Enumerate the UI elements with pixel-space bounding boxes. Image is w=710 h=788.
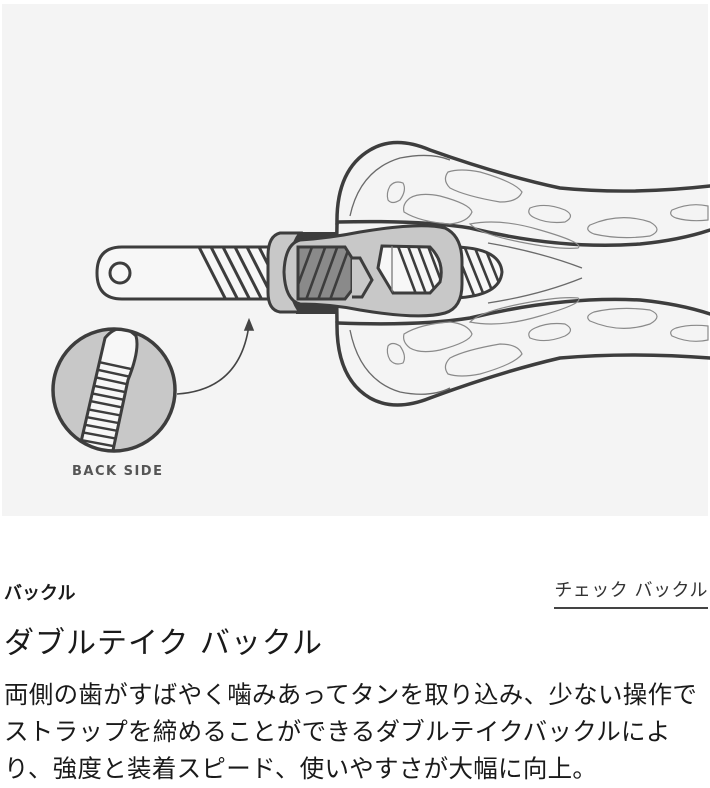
check-buckle-link[interactable]: チェック バックル: [554, 576, 708, 609]
back-side-detail: [51, 327, 177, 453]
double-take-buckle: [266, 224, 464, 318]
pointer-arrow: [176, 317, 255, 395]
ankle-strap: [95, 245, 274, 301]
binding-pads: [386, 169, 709, 377]
product-illustration: BACK SIDE: [2, 4, 710, 516]
binding-detail-lines: [349, 154, 583, 395]
category-label: バックル: [4, 583, 76, 604]
buckle-diagram: [51, 140, 710, 453]
product-title: ダブルテイク バックル: [4, 626, 324, 661]
product-description: 両側の歯がすばやく噛みあってタンを取り込み、少ない操作でストラップを締めることが…: [4, 680, 698, 783]
meta-row: バックル チェック バックル: [4, 576, 708, 610]
strap-tongue: [453, 245, 504, 300]
binding-outline: [334, 140, 710, 407]
back-side-label: BACK SIDE: [72, 464, 164, 479]
